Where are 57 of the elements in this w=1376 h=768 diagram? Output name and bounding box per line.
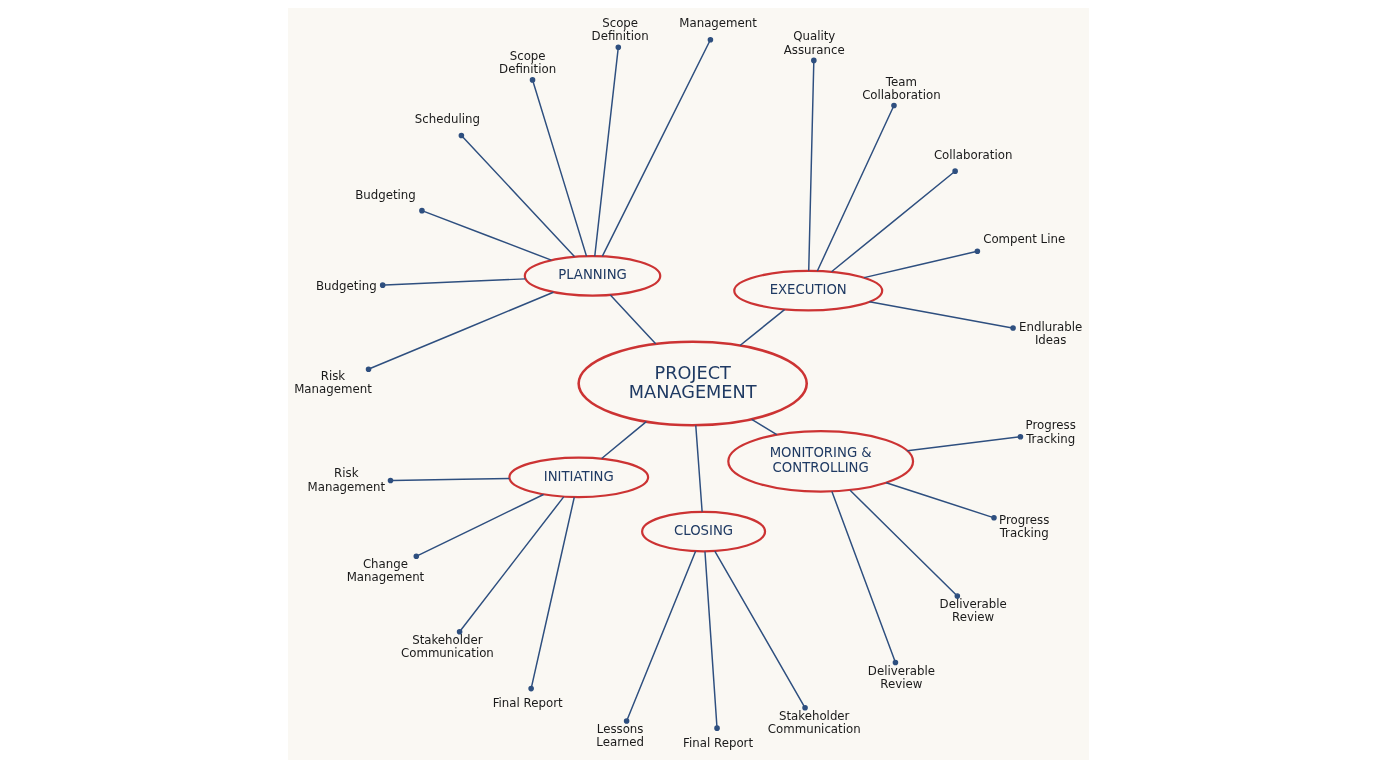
node-text: Budgeting bbox=[354, 188, 416, 203]
node-ellipse: EXECUTION bbox=[732, 269, 883, 312]
connector bbox=[830, 490, 898, 666]
node-ellipse: PLANNING bbox=[523, 255, 661, 297]
node-text: Scope Definition bbox=[591, 16, 649, 44]
node-text: Compent Line bbox=[982, 232, 1065, 247]
node-text: Stakeholder Communication bbox=[767, 708, 861, 737]
connector bbox=[848, 489, 960, 599]
node-text: Risk Management bbox=[307, 466, 385, 494]
connector bbox=[413, 493, 544, 560]
connector bbox=[713, 550, 808, 711]
connector bbox=[750, 418, 777, 436]
connector bbox=[456, 496, 564, 635]
node-text: Management bbox=[678, 16, 757, 31]
node-text: Lessons Learned bbox=[595, 722, 644, 750]
node-text: Budgeting bbox=[315, 278, 377, 293]
node-text: Progress Tracking bbox=[1025, 418, 1076, 446]
connector bbox=[609, 294, 656, 345]
connector bbox=[379, 278, 526, 288]
node-text: Deliverable Review bbox=[939, 596, 1007, 624]
connector bbox=[807, 57, 817, 272]
node-text: Quality Assurance bbox=[783, 29, 845, 57]
node-text: Change Management bbox=[346, 556, 424, 584]
connector bbox=[738, 308, 785, 347]
node-text: Progress Tracking bbox=[998, 512, 1049, 541]
connector bbox=[623, 550, 696, 724]
connector bbox=[593, 44, 621, 257]
connector bbox=[694, 424, 703, 513]
connector bbox=[601, 36, 713, 257]
node-ellipse: CLOSING bbox=[640, 510, 766, 553]
node-text: Stakeholder Communication bbox=[400, 632, 494, 660]
connector bbox=[458, 132, 575, 258]
node-ellipse: PROJECT MANAGEMENT bbox=[576, 340, 808, 427]
node-ellipse: MONITORING & CONTROLLING bbox=[726, 430, 914, 493]
connector bbox=[884, 481, 997, 521]
node-text: Team Collaboration bbox=[861, 74, 941, 102]
node-text: Deliverable Review bbox=[867, 663, 935, 691]
connector bbox=[529, 77, 587, 257]
connector bbox=[527, 496, 575, 692]
node-text: Collaboration bbox=[933, 148, 1012, 163]
connector bbox=[830, 168, 958, 273]
node-text: Scope Definition bbox=[498, 49, 556, 77]
connector bbox=[418, 207, 552, 261]
connector bbox=[868, 301, 1016, 331]
node-text: Final Report bbox=[492, 695, 563, 710]
connector bbox=[862, 248, 980, 279]
node-text: Risk Management bbox=[293, 369, 372, 397]
connector bbox=[365, 291, 554, 372]
connector bbox=[703, 550, 720, 731]
connector bbox=[387, 477, 510, 484]
connector bbox=[600, 420, 647, 460]
node-text: Endlurable Ideas bbox=[1018, 320, 1082, 348]
node-ellipse: INITIATING bbox=[507, 456, 649, 499]
node-text: Scheduling bbox=[414, 112, 480, 127]
node-text: Final Report bbox=[682, 735, 753, 750]
connector bbox=[906, 434, 1023, 452]
connector bbox=[816, 102, 897, 272]
